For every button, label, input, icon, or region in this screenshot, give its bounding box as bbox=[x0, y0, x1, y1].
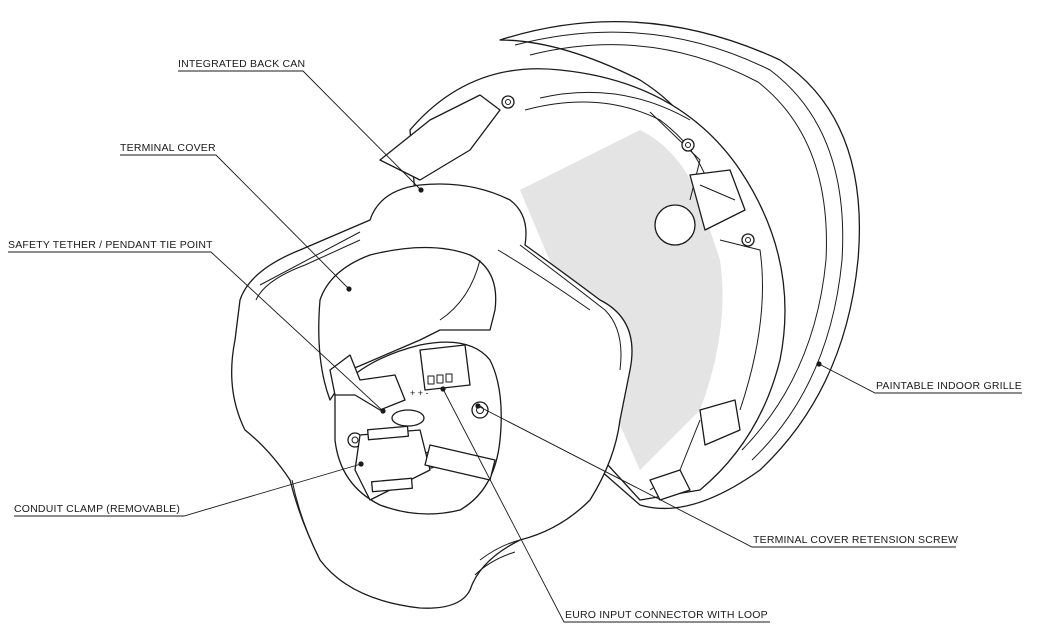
label-retension-screw: TERMINAL COVER RETENSION SCREW bbox=[753, 534, 959, 546]
label-terminal-cover: TERMINAL COVER bbox=[120, 142, 216, 154]
connector-markings: + + - bbox=[410, 388, 429, 398]
mounting-hardware bbox=[379, 94, 755, 501]
label-euro-connector: EURO INPUT CONNECTOR WITH LOOP bbox=[565, 609, 768, 621]
tether-and-clamp bbox=[329, 354, 496, 501]
label-paintable-grille: PAINTABLE INDOOR GRILLE bbox=[876, 380, 1022, 392]
label-integrated-back-can: INTEGRATED BACK CAN bbox=[178, 58, 306, 70]
terminal-cover-plate bbox=[318, 246, 497, 401]
label-conduit-clamp: CONDUIT CLAMP (REMOVABLE) bbox=[14, 503, 181, 515]
leader-lines bbox=[8, 70, 1022, 623]
euro-connector: + + - bbox=[410, 344, 471, 398]
label-safety-tether: SAFETY TETHER / PENDANT TIE POINT bbox=[8, 239, 213, 251]
